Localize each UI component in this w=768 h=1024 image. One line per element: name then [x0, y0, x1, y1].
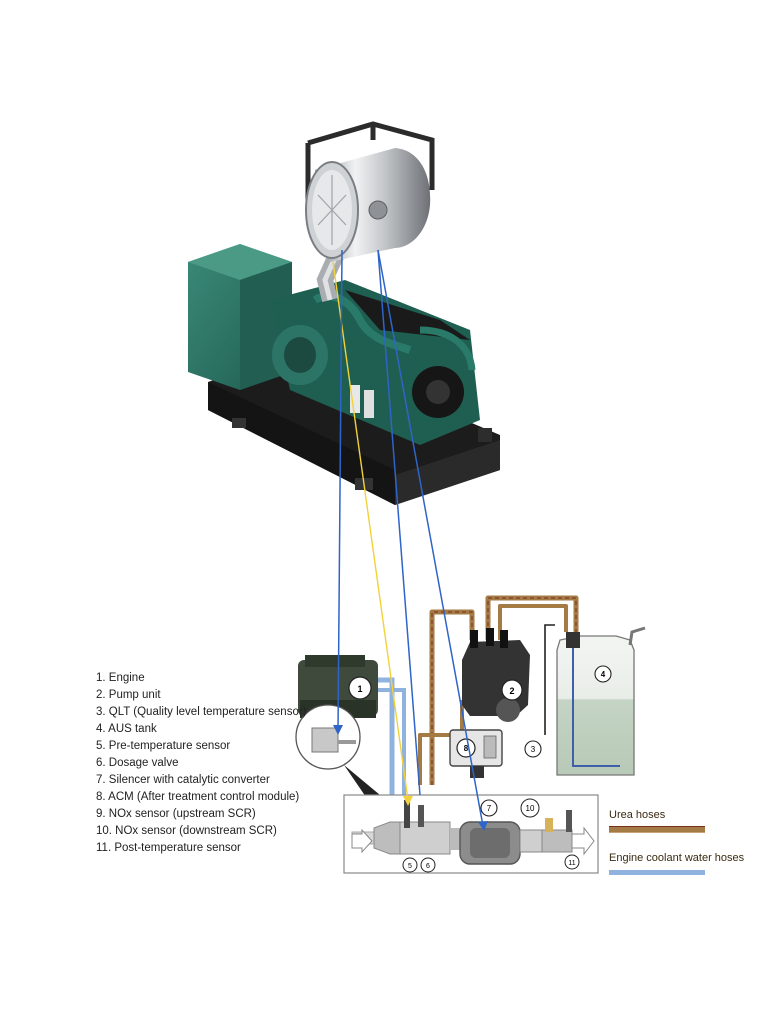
generator-set: [188, 121, 500, 505]
callout-4: 4: [601, 670, 606, 679]
legend-item: 11. Post-temperature sensor: [96, 842, 241, 854]
legend-item: 7. Silencer with catalytic converter: [96, 774, 270, 786]
callout-6: 6: [426, 863, 430, 870]
aus-tank-icon: [556, 626, 646, 776]
legend-item: 2. Pump unit: [96, 689, 161, 701]
pointer-blue-3: [377, 249, 484, 827]
callout-1: 1: [357, 684, 362, 694]
callout-5: 5: [408, 863, 412, 870]
urea-hoses-label: Urea hoses: [609, 809, 666, 821]
pointer-yellow: [332, 261, 409, 801]
coolant-hoses-label: Engine coolant water hoses: [609, 852, 745, 864]
coolant-hose-swatch: [609, 870, 705, 875]
silencer-icon: [305, 148, 431, 262]
callout-2: 2: [509, 686, 514, 696]
acm-module-icon: [449, 729, 503, 778]
callout-3: 3: [531, 745, 536, 754]
legend-item: 5. Pre-temperature sensor: [96, 740, 231, 752]
callout-11: 11: [568, 860, 575, 867]
callout-8: 8: [464, 744, 469, 753]
scr-schematic: 1 2 3 4 5 6 7 8 10 11: [295, 595, 646, 874]
legend-item: 3. QLT (Quality level temperature sensor…: [96, 706, 307, 718]
legend-item: 9. NOx sensor (upstream SCR): [96, 808, 256, 820]
legend-item: 1. Engine: [96, 672, 145, 684]
pointer-lines: [332, 249, 488, 831]
component-legend: 1. Engine 2. Pump unit 3. QLT (Quality l…: [96, 670, 307, 857]
legend-item: 4. AUS tank: [96, 723, 157, 735]
qlt-sensor-wire: [544, 624, 555, 735]
pointer-blue-1: [337, 249, 343, 731]
callout-10: 10: [526, 804, 535, 813]
urea-hose-swatch: [609, 826, 705, 833]
legend-item: 10. NOx sensor (downstream SCR): [96, 825, 277, 837]
urea-hose-lines: [418, 595, 579, 785]
legend-item: 6. Dosage valve: [96, 757, 179, 769]
legend-item: 8. ACM (After treatment control module): [96, 791, 300, 803]
pointer-blue-2: [377, 249, 421, 796]
callout-7: 7: [487, 804, 492, 813]
pump-unit-icon: [462, 628, 530, 722]
